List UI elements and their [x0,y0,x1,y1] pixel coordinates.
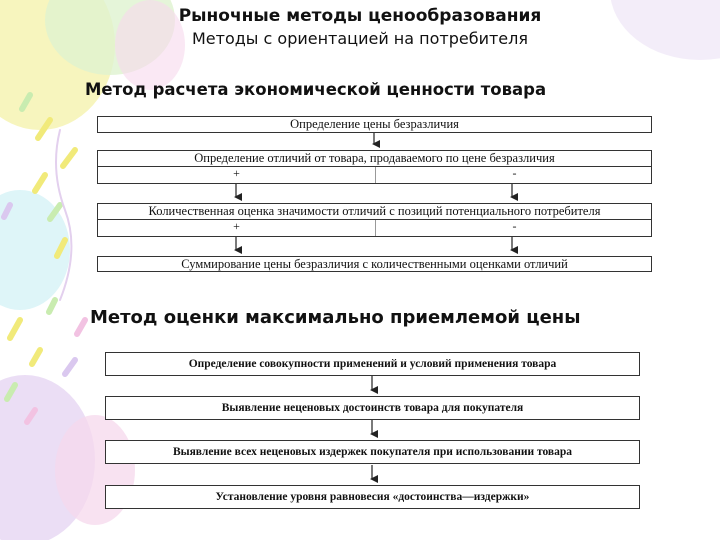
plus-sign: + [233,166,240,180]
s2-step-non-price-advantages: Выявление неценовых достоинств товара дл… [105,396,640,420]
section1-title: Метод расчета экономической ценности тов… [85,80,547,99]
confetti-green [4,92,63,402]
balloon-pink-top [115,0,185,90]
page-title: Рыночные методы ценообразования [178,6,542,26]
s1-step-summation: Суммирование цены безразличия с количест… [97,256,652,272]
s2-step-equilibrium: Установление уровня равновесия «достоинс… [105,485,640,509]
confetti-purple [1,202,78,377]
s1-step-differences: Определение отличий от товара, продаваем… [97,150,652,167]
plus-sign: + [233,219,240,233]
balloon-lilac-right [610,0,720,60]
confetti-pink [24,317,88,425]
minus-sign: - [375,167,653,183]
page-subtitle: Методы с ориентацией на потребителя [191,29,528,48]
section2-title: Метод оценки максимально приемлемой цены [90,307,581,328]
s1-sign-row-2: + - [97,220,652,237]
s1-step-quantitative-assessment: Количественная оценка значимости отличий… [97,203,652,220]
confetti-yellow [7,117,78,367]
s1-sign-row-1: + - [97,167,652,184]
s1-step-indifference-price: Определение цены безразличия [97,116,652,133]
s2-step-non-price-costs: Выявление всех неценовых издержек покупа… [105,440,640,464]
s2-step-applications: Определение совокупности применений и ус… [105,352,640,376]
balloon-string [55,129,73,301]
minus-sign: - [375,220,653,236]
